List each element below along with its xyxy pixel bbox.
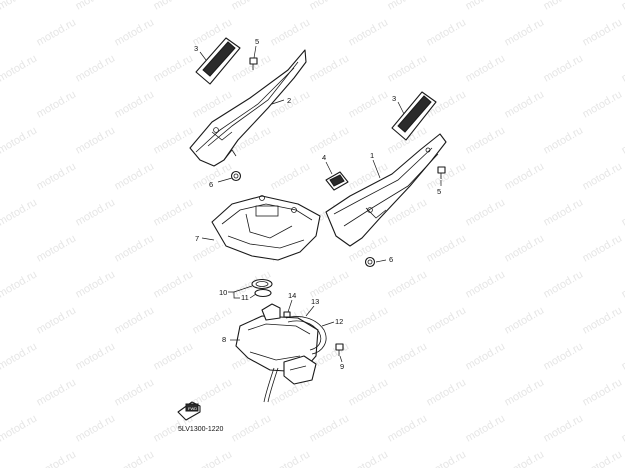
callouts: 3 5 2 6 3 1 4 5 6 7 10 11 [194,37,442,371]
callout-5-right: 5 [437,187,441,196]
callout-6-left: 6 [209,180,213,189]
callout-2: 2 [287,96,291,105]
clamp-14 [283,311,291,318]
callout-14: 14 [288,291,296,300]
callout-5-left: 5 [255,37,259,46]
diagram-code: 5LV1300-1220 [178,426,224,433]
callout-10: 10 [219,288,227,297]
bolt-5-left [249,57,258,70]
callout-12: 12 [335,317,343,326]
breather-hose [263,367,279,403]
callout-13: 13 [311,297,319,306]
callout-6-right: 6 [389,255,393,264]
bolt-5-right [437,166,446,179]
left-side-cover [189,49,307,167]
left-pad [195,37,241,85]
callout-8: 8 [222,335,226,344]
battery-tray [211,195,321,261]
bolt-9 [335,343,344,356]
right-pad [391,91,437,141]
grommet-6-left [230,170,242,182]
callout-4: 4 [322,153,326,162]
watermark-text: motod.ru [620,0,625,13]
right-side-cover [325,133,447,247]
front-arrow-badge: FWD [177,401,201,421]
callout-1: 1 [370,151,374,160]
callout-3-left: 3 [194,44,198,53]
hose-13 [285,316,327,355]
front-arrow-label: FWD [188,406,197,411]
grommet-6-right [364,256,376,268]
callout-9: 9 [340,362,344,371]
callout-7: 7 [195,234,199,243]
small-pad-4 [325,171,349,191]
filler-cap [251,278,273,298]
callout-11: 11 [241,293,249,302]
callout-3-right: 3 [392,94,396,103]
reservoir-tank [235,303,319,385]
